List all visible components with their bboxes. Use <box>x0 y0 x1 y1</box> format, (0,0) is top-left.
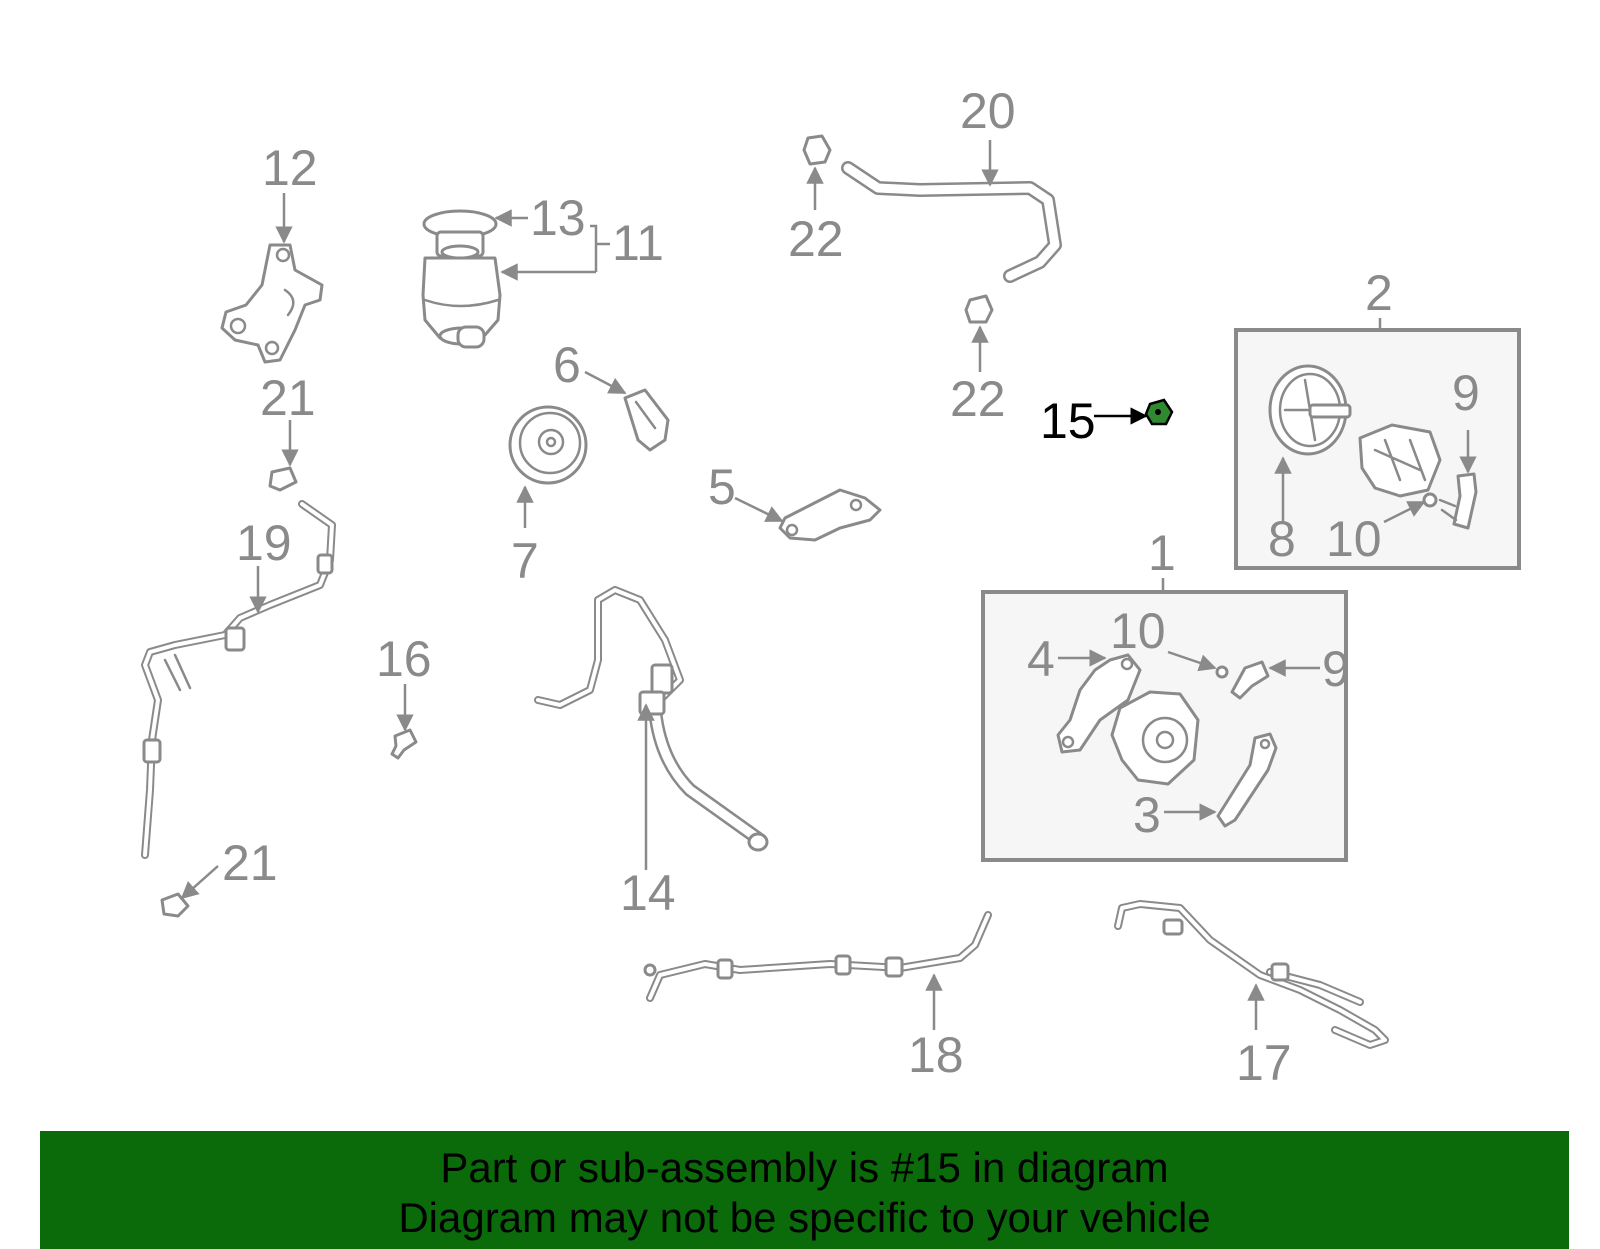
part-4-bracket[interactable] <box>1056 653 1142 754</box>
callout-21-lower[interactable]: 21 <box>222 835 278 891</box>
callout-21-upper[interactable]: 21 <box>260 370 316 426</box>
part-6-plate[interactable] <box>623 388 670 452</box>
callout-2[interactable]: 2 <box>1365 265 1393 321</box>
part-7-pulley[interactable] <box>508 405 588 485</box>
part-18-line[interactable] <box>643 911 992 1002</box>
callout-22-lower[interactable]: 22 <box>950 371 1006 427</box>
part-21-grommet-upper[interactable] <box>268 466 298 492</box>
callout-19[interactable]: 19 <box>236 515 292 571</box>
part-3-rod[interactable] <box>1216 732 1278 828</box>
leader-5 <box>734 496 784 523</box>
leader-10-lower <box>1167 650 1217 672</box>
part-17-line[interactable] <box>1114 900 1389 1049</box>
part-5-bracket[interactable] <box>778 488 882 542</box>
banner-line-2: Diagram may not be specific to your vehi… <box>398 1194 1211 1241</box>
bracket-11-13 <box>590 224 598 272</box>
part-9-fitting-lower[interactable] <box>1230 660 1270 700</box>
callout-8[interactable]: 8 <box>1268 511 1296 567</box>
part-19-hose[interactable] <box>141 500 336 859</box>
part-1-pump[interactable] <box>1110 690 1200 786</box>
callout-6[interactable]: 6 <box>553 337 581 393</box>
leader-21-lower <box>180 865 219 900</box>
part-13-cap[interactable] <box>422 209 498 260</box>
part-9-fitting-upper[interactable] <box>1452 472 1478 530</box>
part-16-fitting[interactable] <box>390 728 418 760</box>
leader-6 <box>584 370 627 395</box>
banner-line-1: Part or sub-assembly is #15 in diagram <box>440 1144 1169 1191</box>
callout-5[interactable]: 5 <box>708 459 736 515</box>
callout-11[interactable]: 11 <box>612 215 664 271</box>
callout-22-upper[interactable]: 22 <box>788 211 844 267</box>
callout-10-lower[interactable]: 10 <box>1110 603 1166 659</box>
callout-20[interactable]: 20 <box>960 83 1016 139</box>
parts-diagram: 12 21 19 21 13 11 6 <box>141 83 1521 1091</box>
callout-9-lower[interactable]: 9 <box>1322 641 1350 697</box>
part-10-oring-upper[interactable] <box>1422 492 1458 522</box>
part-22-clamp-upper[interactable] <box>802 134 832 166</box>
callout-15[interactable]: 15 <box>1040 393 1096 449</box>
part-8-pulley[interactable] <box>1268 364 1352 456</box>
part-12-bracket[interactable] <box>220 243 324 364</box>
part-14-hose[interactable] <box>534 586 769 852</box>
callout-1[interactable]: 1 <box>1148 525 1176 581</box>
callout-7[interactable]: 7 <box>511 533 539 589</box>
part-21-grommet-lower[interactable] <box>160 892 190 918</box>
part-15-highlighted[interactable] <box>1144 398 1174 426</box>
info-banner: Part or sub-assembly is #15 in diagram D… <box>40 1131 1569 1249</box>
part-11-reservoir[interactable] <box>421 256 502 349</box>
part-22-clamp-lower[interactable] <box>964 294 994 324</box>
leader-10-upper <box>1383 500 1426 524</box>
callout-13[interactable]: 13 <box>530 190 586 246</box>
callout-12[interactable]: 12 <box>262 140 318 196</box>
callout-16[interactable]: 16 <box>376 631 432 687</box>
callout-4[interactable]: 4 <box>1027 631 1055 687</box>
part-2-pump[interactable] <box>1358 423 1442 498</box>
callout-3[interactable]: 3 <box>1133 787 1161 843</box>
part-10-oring-lower[interactable] <box>1215 665 1229 679</box>
callout-18[interactable]: 18 <box>908 1027 964 1083</box>
callout-9-upper[interactable]: 9 <box>1452 365 1480 421</box>
callout-17[interactable]: 17 <box>1236 1035 1292 1091</box>
part-20-hose[interactable] <box>841 161 1062 283</box>
callout-10-upper[interactable]: 10 <box>1326 511 1382 567</box>
callout-14[interactable]: 14 <box>620 865 676 921</box>
